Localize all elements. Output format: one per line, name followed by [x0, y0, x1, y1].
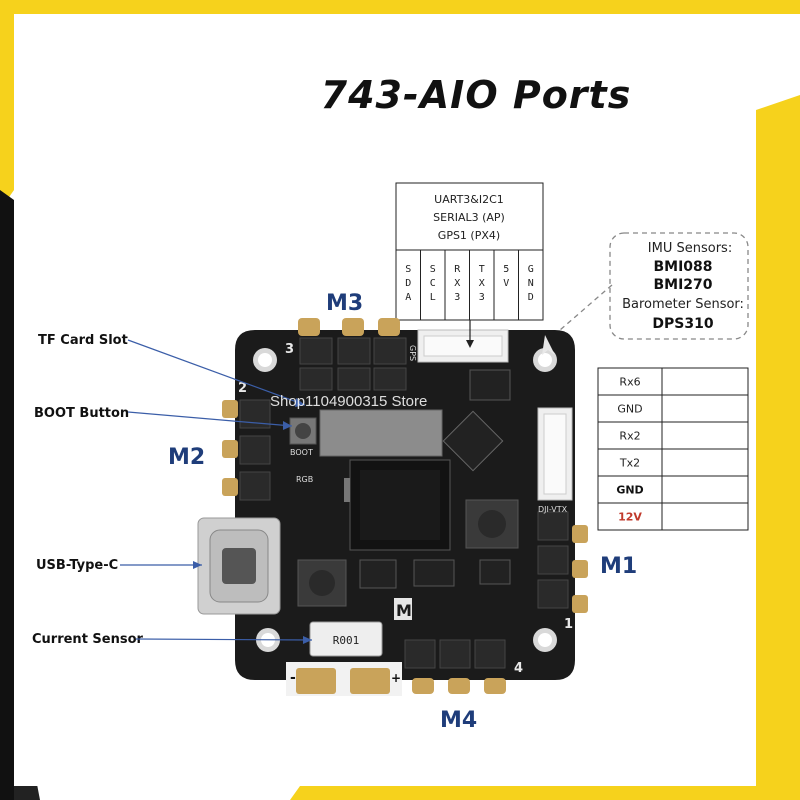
imu-chip — [442, 410, 504, 472]
motor-m1: M1 — [600, 554, 637, 579]
imu-bmi088: BMI088 — [653, 259, 712, 275]
resistor-label: R001 — [333, 634, 360, 647]
uart-pin-5-char-0: G — [528, 264, 534, 275]
uart-pin-1-char-1: C — [430, 278, 436, 289]
vtx-row-1: GND — [617, 403, 642, 416]
uart-pin-0-char-0: S — [405, 264, 411, 275]
pcb-board: - + GPS DJI-VTX BOOT RGB — [197, 318, 588, 696]
motor-pads-left — [222, 399, 271, 501]
uart-pin-5-char-2: D — [528, 292, 534, 303]
page-title: 743-AIO Ports — [321, 73, 632, 117]
uart-pin-1-char-2: L — [430, 292, 436, 303]
uart-pin-4-char-1: V — [503, 278, 509, 289]
motor-pads-bottom — [404, 639, 506, 694]
vtx-row-5: 12V — [618, 511, 642, 524]
brand-logo — [394, 598, 412, 620]
vtx-row-4: GND — [616, 484, 643, 497]
uart-pin-4-char-0: 5 — [503, 264, 509, 275]
svg-text:M: M — [396, 601, 412, 620]
motor-num-2: 2 — [238, 381, 247, 396]
uart-pin-0-char-2: A — [405, 292, 411, 303]
uart-pin-1-char-0: S — [430, 264, 436, 275]
boot-button: BOOT RGB — [289, 417, 317, 484]
uart-pin-3-char-2: 3 — [479, 292, 485, 303]
callout-current: Current Sensor — [32, 632, 144, 647]
motor-num-1: 1 — [564, 617, 573, 632]
motor-m4: M4 — [440, 708, 477, 733]
motor-pads-right — [537, 511, 588, 613]
uart3-box: UART3&I2C1 SERIAL3 (AP) GPS1 (PX4) SDASC… — [395, 182, 544, 321]
plus-sign: + — [391, 671, 401, 685]
uart-pin-2-char-2: 3 — [454, 292, 460, 303]
current-sensor: R001 — [309, 621, 383, 657]
motor-num-4: 4 — [514, 661, 523, 676]
imu-box: IMU Sensors: BMI088 BMI270 Barometer Sen… — [519, 232, 749, 393]
gps-connector: GPS — [408, 329, 509, 363]
usb-c-port — [197, 517, 281, 615]
vtx-row-2: Rx2 — [619, 430, 640, 443]
uart-pin-3-char-0: T — [479, 264, 485, 275]
callout-tf-card: TF Card Slot — [38, 333, 128, 348]
gps-silk: GPS — [408, 345, 417, 361]
motor-m2: M2 — [168, 445, 205, 470]
uart-pin-0-char-1: D — [405, 278, 411, 289]
uart3-line-3: GPS1 (PX4) — [438, 229, 500, 242]
watermark: Shop1104900315 Store — [270, 393, 427, 410]
callout-usb: USB-Type-C — [36, 558, 118, 573]
power-pads: - + — [286, 662, 402, 696]
motor-m3: M3 — [326, 291, 363, 316]
vtx-connector: DJI-VTX — [537, 407, 573, 514]
uart3-line-1: UART3&I2C1 — [434, 193, 504, 206]
vtx-row-0: Rx6 — [619, 376, 640, 389]
imu-bmi270: BMI270 — [653, 277, 712, 293]
motor-pads-top — [298, 318, 407, 391]
rgb-silk: RGB — [296, 475, 313, 484]
callouts: TF Card Slot BOOT Button USB-Type-C Curr… — [32, 320, 474, 647]
uart-pin-2-char-0: R — [454, 264, 461, 275]
baro-dps310: DPS310 — [652, 316, 713, 332]
uart3-line-2: SERIAL3 (AP) — [433, 211, 505, 224]
motor-num-3: 3 — [285, 342, 294, 357]
vtx-row-3: Tx2 — [619, 457, 640, 470]
uart-pin-3-char-1: X — [479, 278, 485, 289]
baro-label: Barometer Sensor: — [622, 297, 744, 312]
vtx-silk: DJI-VTX — [538, 505, 568, 514]
uart-pin-5-char-1: N — [528, 278, 534, 289]
arrow-icon — [542, 335, 555, 355]
boot-silk: BOOT — [290, 448, 313, 457]
sd-slot — [319, 409, 443, 457]
imu-label: IMU Sensors: — [648, 241, 732, 256]
minus-sign: - — [290, 670, 296, 686]
uart-pin-2-char-1: X — [454, 278, 460, 289]
callout-boot: BOOT Button — [34, 406, 129, 421]
